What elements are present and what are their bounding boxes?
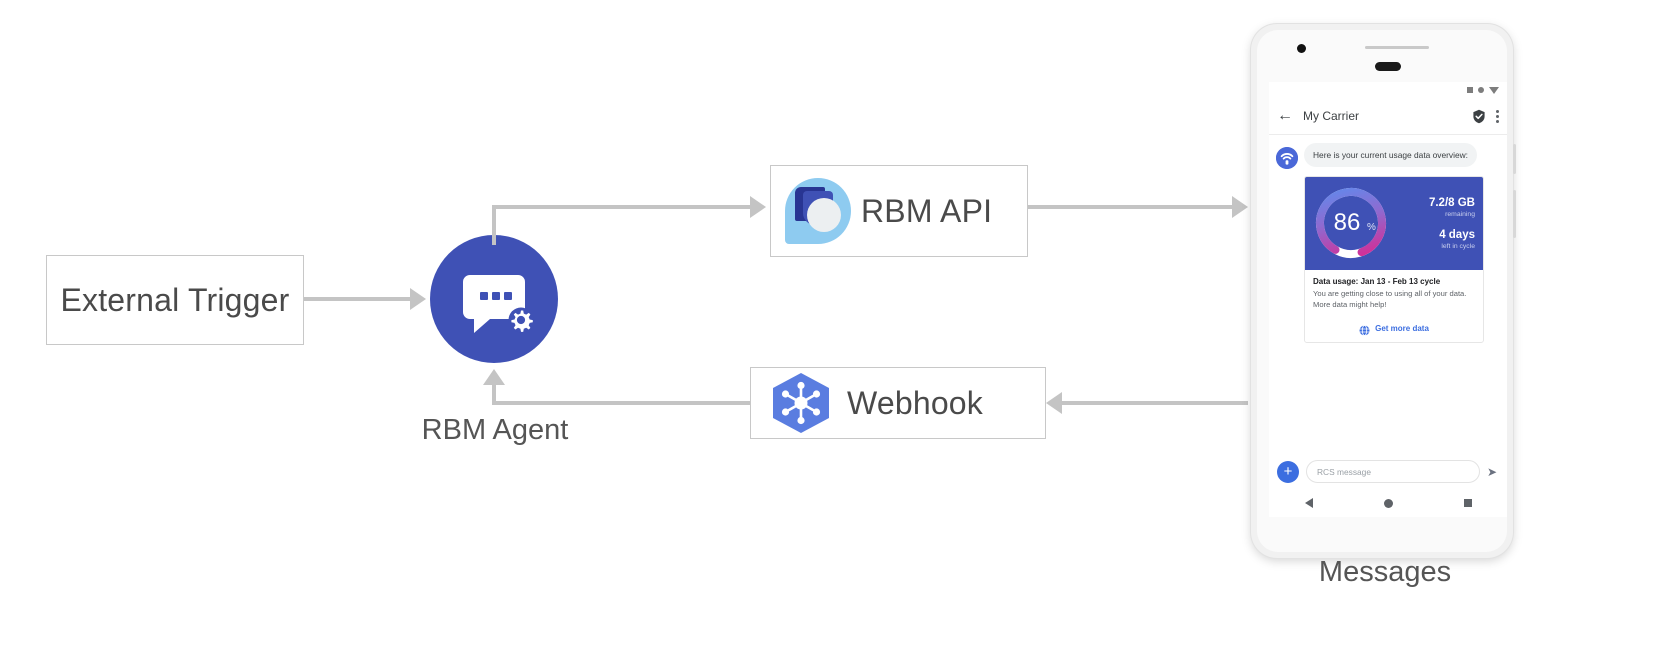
earpiece-speaker — [1365, 46, 1429, 49]
webhook-label: Webhook — [847, 384, 984, 421]
home-nav-icon[interactable] — [1383, 498, 1393, 508]
webhook-hexagon-icon — [765, 367, 837, 439]
phone-side-button-small[interactable] — [1513, 144, 1516, 174]
earpiece-grill — [1375, 62, 1401, 71]
get-more-data-button[interactable]: Get more data — [1305, 315, 1483, 342]
message-row: Here is your current usage data overview… — [1276, 143, 1500, 169]
usage-card-text-line1: You are getting close to using all of yo… — [1313, 289, 1467, 298]
verified-shield-icon[interactable] — [1472, 109, 1486, 124]
phone-side-button-large[interactable] — [1513, 190, 1516, 238]
node-webhook[interactable]: Webhook — [750, 367, 1046, 439]
arrow-webhook-to-agent-elbow — [492, 401, 514, 405]
back-arrow-icon[interactable]: ← — [1277, 107, 1293, 124]
arrow-webhook-to-agent-head — [483, 369, 505, 385]
arrow-phone-to-webhook-line — [1062, 401, 1248, 405]
triangle-icon — [1489, 86, 1499, 94]
gauge-percent-symbol: % — [1367, 222, 1376, 233]
rbm-agent-caption: RBM Agent — [421, 414, 569, 446]
status-bar — [1269, 82, 1507, 98]
node-rbm-agent[interactable] — [430, 235, 558, 363]
usage-card-stats: 7.2/8 GB remaining 4 days left in cycle — [1397, 177, 1483, 270]
arrow-phone-to-webhook-head — [1046, 392, 1062, 414]
chat-gear-icon — [463, 275, 534, 333]
data-usage-rich-card[interactable]: 86 % 7.2/8 GB remaining 4 days — [1304, 176, 1484, 343]
send-icon[interactable]: ➤ — [1486, 464, 1497, 479]
rcs-message-input[interactable]: RCS message — [1306, 460, 1480, 483]
android-nav-bar — [1269, 490, 1507, 516]
phone-bezel: ← My Carrier — [1257, 30, 1507, 552]
usage-gauge: 86 % — [1305, 177, 1397, 270]
usage-card-body: Data usage: Jan 13 - Feb 13 cycle You ar… — [1305, 270, 1483, 315]
stat-days-left: 4 days left in cycle — [1397, 229, 1475, 250]
phone-screen: ← My Carrier — [1269, 82, 1507, 517]
usage-card-title: Data usage: Jan 13 - Feb 13 cycle — [1313, 277, 1441, 286]
arrow-agent-to-api-vertical — [492, 205, 496, 245]
rcs-message-placeholder: RCS message — [1317, 466, 1371, 477]
stat-data-remaining: 7.2/8 GB remaining — [1397, 197, 1475, 218]
app-bar: ← My Carrier — [1269, 98, 1507, 135]
arrow-agent-to-api-horizontal — [492, 205, 750, 209]
carrier-signal-icon — [1276, 147, 1298, 169]
plus-icon[interactable]: + — [1277, 460, 1299, 483]
square-icon — [1467, 87, 1473, 93]
usage-card-text-line2: More data might help! — [1313, 299, 1387, 309]
stat-data-label: remaining — [1445, 210, 1475, 218]
external-trigger-label: External Trigger — [60, 281, 290, 318]
gauge-percent-value: 86 — [1334, 209, 1361, 236]
arrow-trigger-to-agent-head — [410, 288, 426, 310]
kebab-menu-icon[interactable] — [1496, 109, 1499, 123]
phone-device: ← My Carrier — [1251, 24, 1516, 558]
arrow-agent-to-api-head — [750, 196, 766, 218]
rbm-api-label: RBM API — [861, 192, 993, 229]
app-bar-title: My Carrier — [1303, 109, 1359, 123]
message-bubble: Here is your current usage data overview… — [1304, 143, 1478, 168]
arrow-trigger-to-agent-line — [304, 297, 410, 301]
back-nav-icon[interactable] — [1304, 498, 1313, 508]
stat-data-value: 7.2/8 GB — [1428, 196, 1475, 209]
arrow-api-to-phone-head — [1232, 196, 1248, 218]
usage-card-header: 86 % 7.2/8 GB remaining 4 days — [1305, 177, 1483, 270]
conversation-area: Here is your current usage data overview… — [1269, 135, 1507, 453]
messages-caption: Messages — [1318, 556, 1452, 588]
stat-days-label: left in cycle — [1441, 242, 1475, 250]
arrow-webhook-to-agent-horizontal — [510, 401, 750, 405]
globe-icon — [1359, 323, 1370, 336]
dot-icon — [1478, 87, 1484, 93]
arrow-api-to-phone-line — [1028, 205, 1240, 209]
get-more-data-label: Get more data — [1375, 323, 1429, 333]
node-external-trigger[interactable]: External Trigger — [46, 255, 304, 345]
front-camera-icon — [1297, 44, 1306, 53]
rbm-api-logo-icon — [785, 176, 851, 246]
recents-nav-icon[interactable] — [1463, 499, 1472, 507]
message-composer: + RCS message ➤ — [1269, 453, 1507, 490]
arrow-webhook-to-agent-vertical — [492, 385, 496, 405]
stat-days-value: 4 days — [1439, 229, 1475, 241]
node-rbm-api[interactable]: RBM API — [770, 165, 1028, 257]
